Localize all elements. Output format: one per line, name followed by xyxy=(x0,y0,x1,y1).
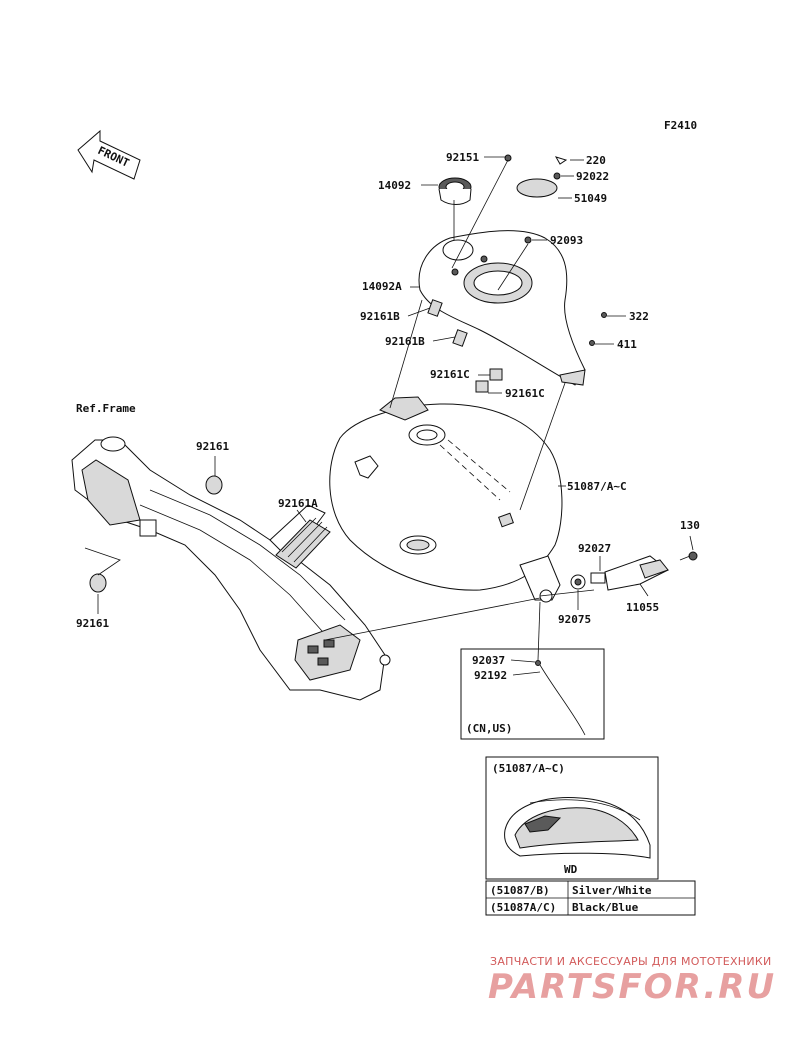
label-14092A: 14092A xyxy=(362,280,402,293)
watermark-brand: PARTSFOR.RU xyxy=(488,967,776,1007)
leader-lines xyxy=(84,156,694,676)
watermark-tagline: ЗАПЧАСТИ И АКСЕССУАРЫ ДЛЯ МОТОТЕХНИКИ xyxy=(490,955,772,968)
fuel-hose-part xyxy=(539,664,586,736)
label-92027: 92027 xyxy=(578,542,611,555)
washer-411 xyxy=(589,340,595,346)
label-130: 130 xyxy=(680,519,700,532)
damper-92161C-a xyxy=(489,368,503,381)
bolt-322 xyxy=(601,312,607,318)
cover-cap-part xyxy=(516,178,558,198)
bolt-92151 xyxy=(504,154,512,162)
label-411: 411 xyxy=(617,338,637,351)
damper-92161B-b xyxy=(452,329,468,347)
tank-cover-part xyxy=(418,230,586,386)
label-92161B-2: 92161B xyxy=(385,335,425,348)
label-92161-bottom: 92161 xyxy=(76,617,109,630)
label-51087: 51087/A~C xyxy=(567,480,627,493)
color-row-1-part: (51087/B) xyxy=(490,884,550,897)
label-92161-top: 92161 xyxy=(196,440,229,453)
ref-frame-label: Ref.Frame xyxy=(76,402,136,415)
fuel-tank-part xyxy=(329,396,563,603)
label-92161A: 92161A xyxy=(278,497,318,510)
front-arrow-icon: FRONT xyxy=(77,129,141,180)
color-inset: (51087/A~C) WD (51087/B) Silver/White (5… xyxy=(485,756,696,916)
tank-side-view-icon xyxy=(504,797,651,859)
label-92161B-1: 92161B xyxy=(360,310,400,323)
filler-cap-part xyxy=(438,177,472,205)
color-row-1-color: Silver/White xyxy=(572,884,652,897)
damper-92161B-a xyxy=(427,299,443,317)
screw-220 xyxy=(554,156,568,165)
label-51049: 51049 xyxy=(574,192,607,205)
washer-92022 xyxy=(553,172,561,180)
cn-us-inset: (CN,US) xyxy=(460,648,605,740)
clamp-92037 xyxy=(535,660,541,666)
part-labels: 92151 220 14092 92022 51049 92093 14092A… xyxy=(76,151,700,682)
damper-92161-top xyxy=(205,475,223,495)
damper-92161-bottom xyxy=(89,573,107,593)
label-92037: 92037 xyxy=(472,654,505,667)
label-322: 322 xyxy=(629,310,649,323)
cn-us-label: (CN,US) xyxy=(466,722,512,735)
label-92192: 92192 xyxy=(474,669,507,682)
damper-92161A xyxy=(275,517,331,569)
figure-code: F2410 xyxy=(664,119,697,132)
color-code: WD xyxy=(564,863,578,876)
nut-92093 xyxy=(524,236,532,244)
label-14092: 14092 xyxy=(378,179,411,192)
label-92151: 92151 xyxy=(446,151,479,164)
color-inset-title: (51087/A~C) xyxy=(492,762,565,775)
label-92075: 92075 xyxy=(558,613,591,626)
fuel-cock-part xyxy=(570,551,698,591)
label-92161C-1: 92161C xyxy=(430,368,470,381)
label-11055: 11055 xyxy=(626,601,659,614)
label-220: 220 xyxy=(586,154,606,167)
color-row-2-part: (51087A/C) xyxy=(490,901,556,914)
label-92093: 92093 xyxy=(550,234,583,247)
color-row-2-color: Black/Blue xyxy=(572,901,639,914)
watermark: ЗАПЧАСТИ И АКСЕССУАРЫ ДЛЯ МОТОТЕХНИКИ PA… xyxy=(488,955,776,1007)
label-92022: 92022 xyxy=(576,170,609,183)
damper-92161C-b xyxy=(475,380,489,393)
label-92161C-2: 92161C xyxy=(505,387,545,400)
